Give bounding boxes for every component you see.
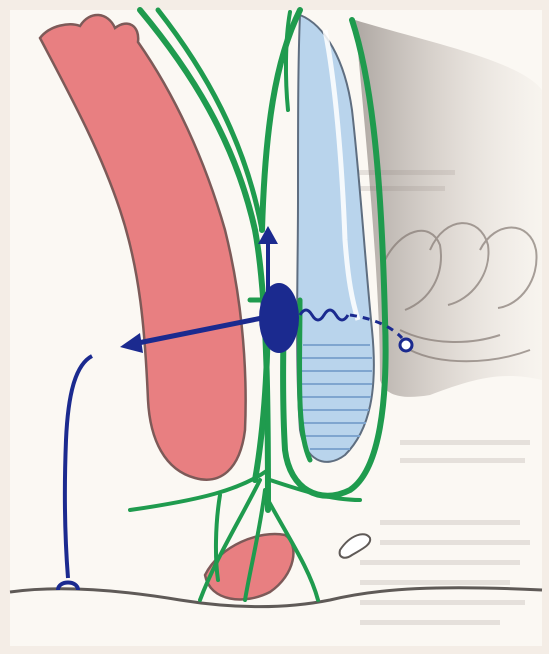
abscess-node-icon	[259, 283, 299, 353]
crypt-opening-icon	[400, 339, 412, 351]
